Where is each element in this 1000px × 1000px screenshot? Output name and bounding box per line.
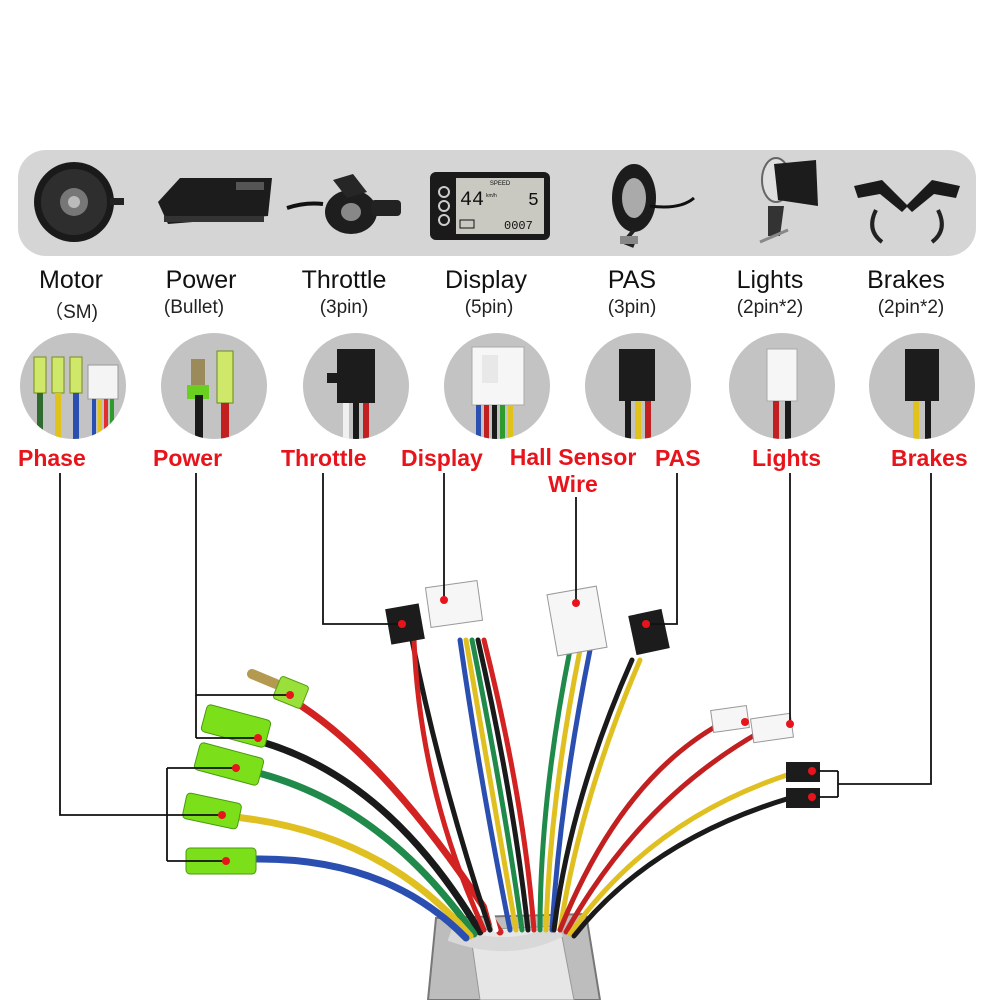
throttle-subtitle: (3pin): [319, 297, 369, 318]
label-hall-line1: Hall Sensor: [509, 444, 637, 470]
pas-title: PAS: [607, 266, 657, 294]
label-lights: Lights: [752, 445, 821, 471]
pas-subtitle: (3pin): [607, 297, 657, 318]
lights-title: Lights: [736, 266, 804, 294]
connection-dots: [218, 596, 816, 865]
throttle-connector-circle: [303, 333, 409, 439]
brakes-title: Brakes: [867, 266, 945, 294]
display-odometer-value: 0007: [504, 219, 533, 233]
display-connector-circle: [444, 333, 550, 439]
label-power: Power: [153, 445, 223, 471]
battery-icon: [158, 178, 272, 224]
power-subtitle: (Bullet): [163, 297, 225, 318]
display-subtitle: (5pin): [464, 297, 514, 318]
motor-title: Motor: [39, 266, 103, 294]
lights-connector-circle: [729, 333, 835, 439]
brakes-subtitle: (2pin*2): [877, 297, 945, 318]
brake-lever-icon: [854, 180, 960, 244]
label-brakes: Brakes: [891, 445, 968, 471]
display-level-value: 5: [528, 191, 539, 211]
phase-and-power-connectors: [182, 669, 309, 875]
display-speed-label: SPEED: [490, 181, 511, 187]
wire-bundle: [221, 637, 793, 942]
label-display: Display: [401, 445, 483, 471]
lcd-display-icon: SPEED 44 km/h 5 0007: [430, 172, 550, 240]
hub-motor-icon: [34, 162, 124, 242]
pas-sensor-icon: [612, 164, 695, 248]
label-hall-sensor: Hall Sensor Wire: [500, 444, 646, 498]
label-hall-line2: Wire: [548, 471, 598, 497]
label-throttle: Throttle: [281, 445, 367, 471]
label-pas: PAS: [655, 445, 701, 471]
upper-plug-connectors: [385, 580, 820, 808]
phase-connector-circle: [20, 333, 126, 439]
headlight-icon: [759, 157, 818, 244]
throttle-title: Throttle: [301, 266, 387, 294]
pas-connector-circle: [585, 333, 691, 439]
power-title: Power: [165, 266, 237, 294]
label-phase: Phase: [18, 445, 86, 471]
motor-subtitle: （SM): [44, 302, 98, 323]
power-connector-circle: [161, 333, 267, 439]
lights-subtitle: (2pin*2): [736, 297, 804, 318]
display-speed-unit: km/h: [486, 193, 497, 199]
display-speed-value: 44: [460, 189, 484, 212]
brakes-connector-circle: [869, 333, 975, 439]
display-title: Display: [445, 266, 527, 294]
leader-lines: [59, 473, 932, 862]
thumb-throttle-icon: [286, 174, 401, 234]
